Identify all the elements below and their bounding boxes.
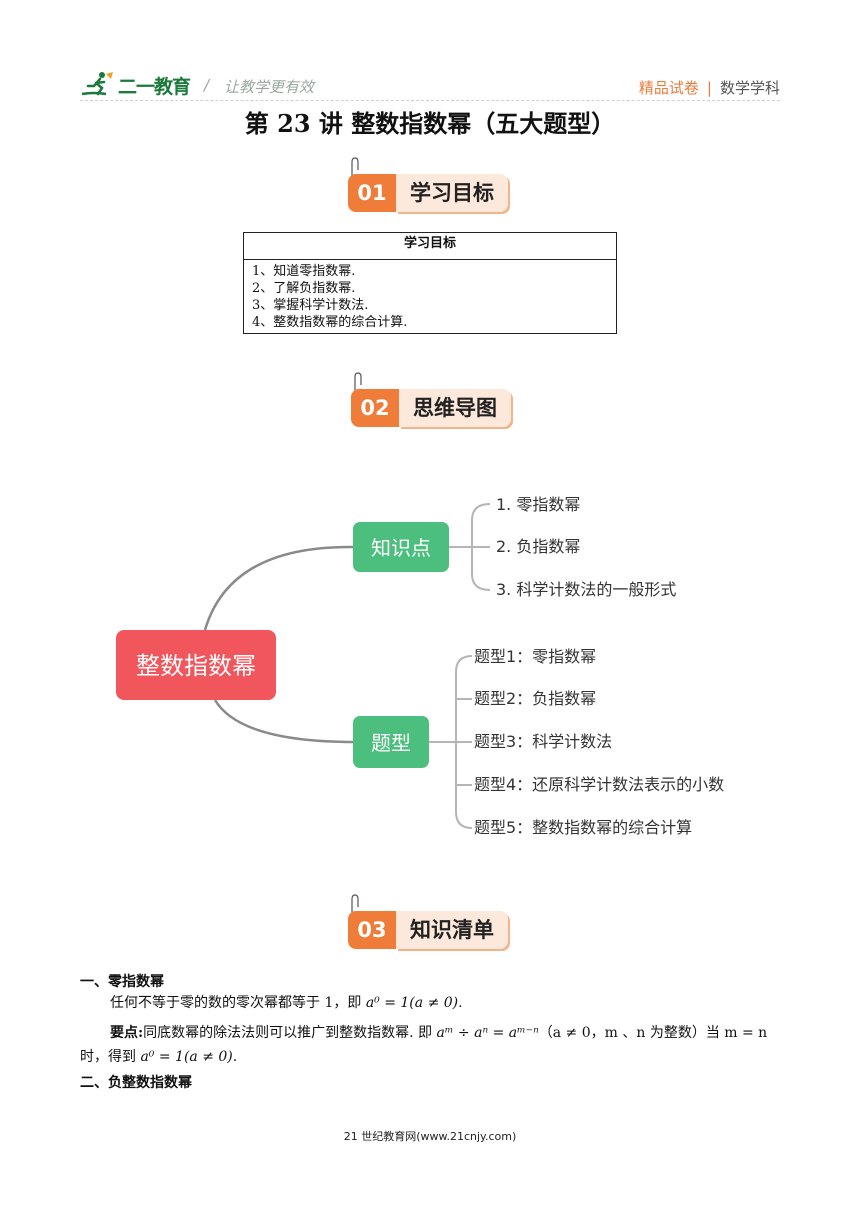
- slogan-divider: /: [204, 76, 210, 94]
- paperclip-icon: [351, 894, 359, 913]
- math-formula: a⁰ = 1(a ≠ 0): [140, 1049, 233, 1065]
- header-divider: [80, 100, 780, 101]
- key-point-label: 要点:: [110, 1025, 144, 1041]
- mindmap-branch-label: 题型: [371, 731, 411, 755]
- brand-logo-icon: [81, 72, 113, 96]
- mindmap-leaf: 题型3：科学计数法: [474, 732, 612, 751]
- paperclip-icon: [351, 157, 359, 176]
- page-title: 第 23 讲 整数指数幂（五大题型）: [244, 109, 616, 138]
- mindmap-leaf: 题型4：还原科学计数法表示的小数: [474, 775, 724, 794]
- mindmap-branch-node: [353, 522, 449, 572]
- section-number: 03: [348, 911, 396, 949]
- mindmap-leaf: 题型1：零指数幂: [474, 647, 596, 666]
- paragraph-text: 任何不等于零的数的零次幂都等于 1，即: [110, 995, 366, 1011]
- section-number: 01: [348, 174, 396, 212]
- section-badge-02: 02 思维导图: [351, 372, 517, 429]
- mindmap-root-label: 整数指数幂: [136, 652, 256, 680]
- paragraph-text: .: [232, 1049, 238, 1065]
- connector-line: [213, 699, 356, 744]
- mindmap-branch-node: [353, 716, 429, 768]
- section-badge-01: 01 学习目标: [348, 157, 514, 214]
- mindmap-leaf: 3. 科学计数法的一般形式: [496, 580, 676, 599]
- leaf-bracket: [456, 698, 472, 786]
- mindmap-leaf: 题型2：负指数幂: [474, 689, 596, 708]
- math-formula: a⁰ = 1(a ≠ 0): [365, 995, 459, 1011]
- brand-slogan: 让教学更有效: [224, 78, 315, 96]
- paragraph-text: （a ≠ 0，m 、n 为整数）当 m = n: [538, 1025, 768, 1041]
- section-label: 学习目标: [396, 174, 508, 212]
- goal-item: 3、掌握科学计数法.: [252, 298, 369, 313]
- mindmap-leaf: 1. 零指数幂: [496, 495, 580, 514]
- paragraph-text: 同底数幂的除法法则可以推广到整数指数幂. 即: [143, 1025, 437, 1041]
- math-formula: aᵐ ÷ aⁿ = aᵐ⁻ⁿ: [436, 1025, 539, 1041]
- goals-table-header: 学习目标: [244, 233, 616, 260]
- mindmap-branch-label: 知识点: [371, 536, 431, 560]
- goal-item: 4、整数指数幂的综合计算.: [252, 315, 408, 330]
- mindmap-leaf: 题型5：整数指数幂的综合计算: [474, 818, 692, 837]
- connector-line: [203, 545, 356, 631]
- goals-list: 1、知道零指数幂. 2、了解负指数幂. 3、掌握科学计数法. 4、整数指数幂的综…: [244, 260, 616, 333]
- content-paragraph: 要点:同底数幂的除法法则可以推广到整数指数幂. 即 aᵐ ÷ aⁿ = aᵐ⁻ⁿ…: [110, 1023, 767, 1043]
- section-badge-03: 03 知识清单: [348, 894, 514, 951]
- paragraph-text: .: [458, 995, 463, 1011]
- goal-item: 1、知道零指数幂.: [252, 264, 356, 279]
- content-heading-1: 一、零指数幂: [80, 974, 164, 990]
- content-paragraph: 任何不等于零的数的零次幂都等于 1，即 a⁰ = 1(a ≠ 0).: [110, 993, 463, 1013]
- section-number: 02: [351, 389, 399, 427]
- goal-item: 2、了解负指数幂.: [252, 281, 356, 296]
- header-category: 精品试卷: [638, 79, 699, 97]
- header-subject-name: 数学学科: [719, 79, 780, 97]
- section-label: 知识清单: [396, 911, 508, 949]
- paperclip-icon: [354, 372, 362, 391]
- content-paragraph: 时，得到 a⁰ = 1(a ≠ 0).: [80, 1047, 237, 1067]
- mindmap-leaf: 2. 负指数幂: [496, 537, 580, 556]
- brand-name: 二一教育: [118, 76, 191, 98]
- section-label: 思维导图: [399, 389, 511, 427]
- header-subject: 精品试卷|数学学科: [638, 79, 780, 97]
- mindmap-root-node: [116, 630, 276, 700]
- mind-map: 整数指数幂 知识点 1. 零指数幂 2. 负指数幂 3. 科学计数法的一般形式 …: [116, 495, 724, 837]
- paragraph-text: 时，得到: [80, 1049, 141, 1065]
- content-heading-2: 二、负整数指数幂: [80, 1075, 192, 1091]
- learning-goals-table: 学习目标 1、知道零指数幂. 2、了解负指数幂. 3、掌握科学计数法. 4、整数…: [243, 232, 617, 334]
- page-footer: 21 世纪教育网(www.21cnjy.com): [343, 1130, 517, 1143]
